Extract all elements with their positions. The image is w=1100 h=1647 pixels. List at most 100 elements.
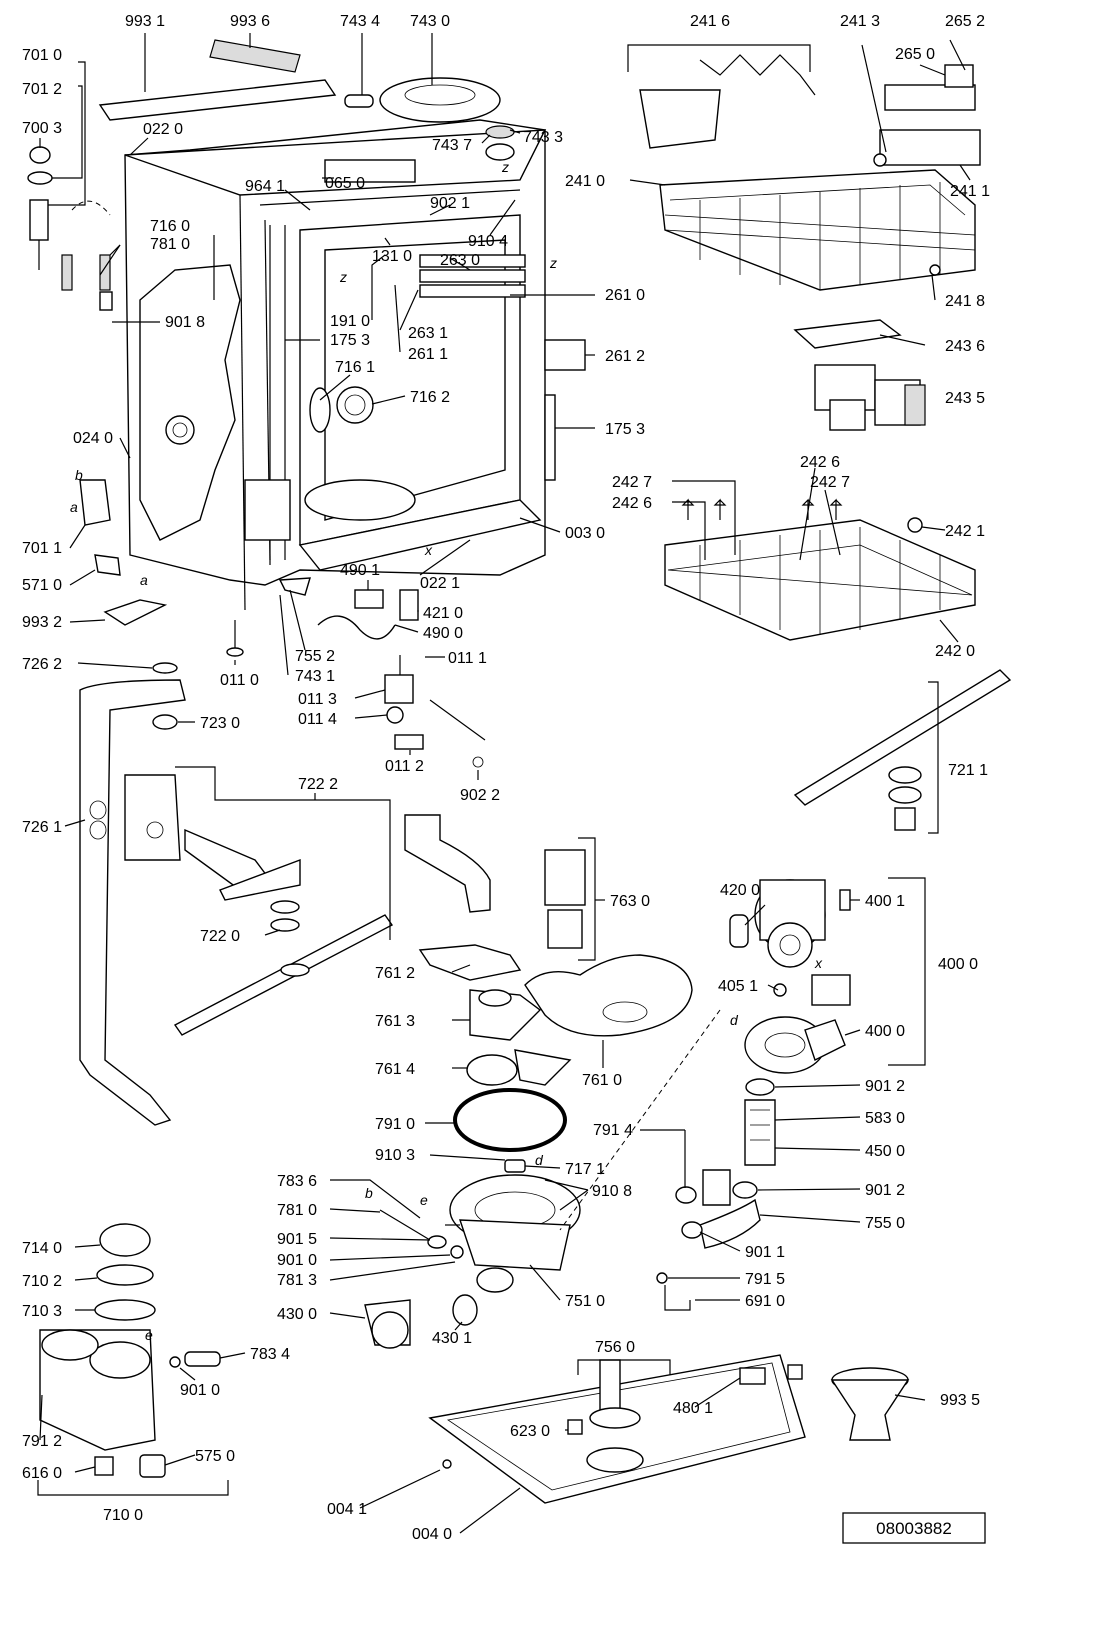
filter-assembly-drawing [404,814,693,1152]
callout-131-0: 131 0 [372,248,412,265]
callout-722-0: 722 0 [200,928,240,945]
callout-902-1: 902 1 [430,195,470,212]
callout-791-0: 791 0 [375,1116,415,1133]
callout-781-0-bottom: 781 0 [277,1202,317,1219]
callout-490-0: 490 0 [423,625,463,642]
callout-901-8: 901 8 [165,314,205,331]
callout-791-2: 791 2 [22,1433,62,1450]
callout-710-2: 710 2 [22,1273,62,1290]
callout-420-0: 420 0 [720,882,760,899]
callout-761-0: 761 0 [582,1072,622,1089]
callout-700-3: 700 3 [22,120,62,137]
callout-691-0: 691 0 [745,1293,785,1310]
callout-781-3: 781 3 [277,1272,317,1289]
callout-261-1: 261 1 [408,346,448,363]
callout-761-2: 761 2 [375,965,415,982]
callout-721-1: 721 1 [948,762,988,779]
callout-743-3: 743 3 [523,129,563,146]
callout-993-5: 993 5 [940,1392,980,1409]
callout-241-3: 241 3 [840,13,880,30]
callout-743-4: 743 4 [340,13,380,30]
callout-011-4: 011 4 [298,711,337,728]
callout-783-4: 783 4 [250,1346,290,1363]
callout-175-3-right: 175 3 [605,421,645,438]
callout-902-2: 902 2 [460,787,500,804]
cutlery-basket-drawing [793,319,926,431]
callout-022-1: 022 1 [420,575,460,592]
callout-labels: 993 1 993 6 743 4 743 0 701 0 701 2 700 … [22,13,990,1543]
leader-lines [39,33,971,1534]
callout-743-1: 743 1 [295,668,335,685]
mark-a-left: a [70,499,78,515]
callout-241-1: 241 1 [950,183,990,200]
callout-964-1: 964 1 [245,178,285,195]
group-brackets [37,44,939,1496]
mark-x-pump: x [814,955,823,971]
callout-065-0: 065 0 [325,175,365,192]
callout-430-1: 430 1 [432,1330,472,1347]
callout-761-3: 761 3 [375,1013,415,1030]
mark-b-left: b [75,467,83,483]
callout-450-0: 450 0 [865,1143,905,1160]
callout-756-0: 756 0 [595,1339,635,1356]
callout-616-0: 616 0 [22,1465,62,1482]
callout-623-0: 623 0 [510,1423,550,1440]
callout-723-0: 723 0 [200,715,240,732]
callout-480-1: 480 1 [673,1400,713,1417]
salt-container-drawing [39,1223,221,1478]
callout-022-0: 022 0 [143,121,183,138]
callout-755-0: 755 0 [865,1215,905,1232]
callout-241-0: 241 0 [565,173,605,190]
callout-421-0: 421 0 [423,605,463,622]
callout-901-2-upper: 901 2 [865,1078,905,1095]
callout-263-0: 263 0 [440,252,480,269]
callout-400-1: 400 1 [865,893,905,910]
spray-arm-feed-drawing [79,662,394,1126]
callout-901-0-lower: 901 0 [180,1382,220,1399]
callout-763-0: 763 0 [610,893,650,910]
mark-d-pump: d [730,1012,739,1028]
base-pan-drawing [428,1354,806,1504]
callout-743-0: 743 0 [410,13,450,30]
callout-011-3: 011 3 [298,691,337,708]
callout-261-0: 261 0 [605,287,645,304]
callout-716-1: 716 1 [335,359,375,376]
callout-004-0: 004 0 [412,1526,452,1543]
callout-263-1: 263 1 [408,325,448,342]
connection-letter-marks: b a a z z z x x d d b e e [70,159,823,1343]
callout-901-5: 901 5 [277,1231,317,1248]
callout-241-8: 241 8 [945,293,985,310]
callout-901-2-lower: 901 2 [865,1182,905,1199]
callout-405-1: 405 1 [718,978,758,995]
callout-743-7: 743 7 [432,137,472,154]
document-number: 08003882 [876,1519,952,1538]
callout-716-2: 716 2 [410,389,450,406]
callout-901-0-upper: 901 0 [277,1252,317,1269]
callout-714-0: 714 0 [22,1240,62,1257]
callout-243-6: 243 6 [945,338,985,355]
callout-710-0: 710 0 [103,1507,143,1524]
document-number-box: 08003882 [842,1512,986,1544]
callout-575-0: 575 0 [195,1448,235,1465]
mark-e-sump: e [420,1192,428,1208]
callout-993-2: 993 2 [22,614,62,631]
heater-hoses-drawing [656,1078,776,1311]
callout-781-0-top: 781 0 [150,236,190,253]
mark-x-base: x [424,542,433,558]
lower-basket-drawing [664,498,976,641]
callout-242-7-right: 242 7 [810,474,850,491]
pump-drawing [729,879,851,1074]
callout-726-2: 726 2 [22,656,62,673]
callout-722-2: 722 2 [298,776,338,793]
callout-265-0: 265 0 [895,46,935,63]
callout-751-0: 751 0 [565,1293,605,1310]
callout-243-5: 243 5 [945,390,985,407]
callout-910-8: 910 8 [592,1183,632,1200]
mark-b-sump: b [365,1185,373,1201]
callout-710-3: 710 3 [22,1303,62,1320]
callout-783-6: 783 6 [277,1173,317,1190]
callout-242-6-left: 242 6 [612,495,652,512]
callout-583-0: 583 0 [865,1110,905,1127]
callout-024-0: 024 0 [73,430,113,447]
